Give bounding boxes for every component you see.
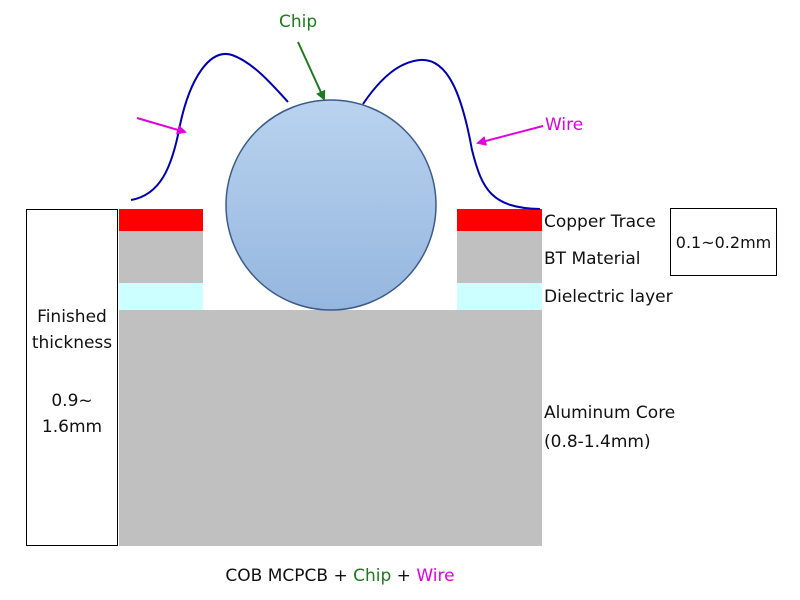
finished-thickness-box: Finished thickness 0.9~ 1.6mm [26, 209, 118, 546]
caption-wire: Wire [416, 566, 455, 586]
caption-part1: COB MCPCB + [225, 566, 354, 586]
aluminum-core-label: Aluminum Core [544, 403, 676, 423]
dielectric-layer-right [457, 283, 542, 310]
wire-label: Wire [545, 115, 584, 135]
dielectric-layer-label: Dielectric layer [544, 287, 673, 307]
wire-arrow-right [476, 125, 544, 146]
diagram-caption: COB MCPCB + Chip + Wire [0, 566, 680, 586]
aluminum-core-range-label: (0.8-1.4mm) [544, 432, 651, 452]
aluminum-core-layer [119, 310, 542, 546]
layer-thickness-box: 0.1~0.2mm [670, 208, 777, 276]
bond-wire-right [362, 58, 541, 210]
bt-material-layer-right [457, 231, 542, 283]
dielectric-layer-left [119, 283, 203, 310]
copper-trace-right [457, 209, 542, 231]
finished-thickness-value-line1: 0.9~ [51, 391, 93, 411]
wire-arrow-left [136, 117, 187, 135]
copper-trace-left [119, 209, 203, 231]
caption-chip: Chip [353, 566, 392, 586]
bt-material-label: BT Material [544, 249, 641, 269]
copper-trace-label: Copper Trace [544, 212, 656, 232]
chip [225, 99, 437, 311]
bond-wire-left [130, 53, 289, 201]
finished-thickness-line1: Finished [37, 307, 107, 327]
finished-thickness-line2: thickness [31, 333, 113, 353]
caption-part2: + [391, 566, 417, 586]
chip-label: Chip [279, 12, 318, 32]
chip-arrow [297, 41, 326, 101]
layer-thickness-value: 0.1~0.2mm [675, 232, 772, 252]
finished-thickness-value-line2: 1.6mm [41, 417, 103, 437]
bt-material-layer-left [119, 231, 203, 283]
